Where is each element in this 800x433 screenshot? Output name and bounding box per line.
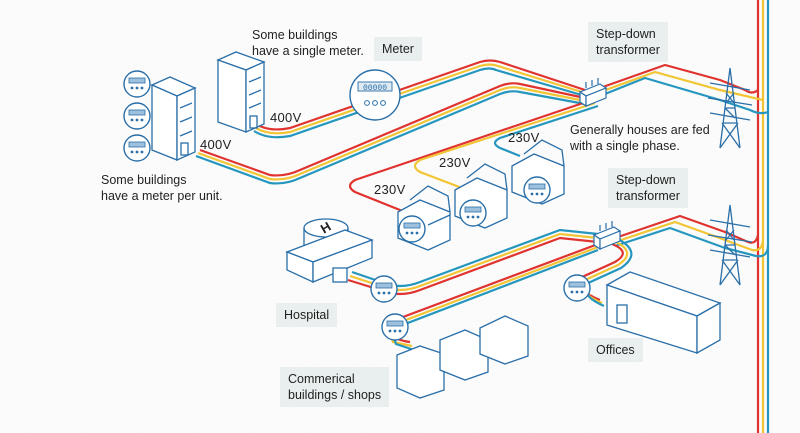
commercial-buildings <box>396 315 529 399</box>
stepdown-transformer-label-top: Step-down transformer <box>588 22 668 62</box>
feeder-bottom <box>614 214 770 258</box>
apartment-building-single-meter <box>216 51 266 134</box>
apartment-building-multi-meter <box>150 76 197 162</box>
meter-icon-house-3 <box>523 176 551 204</box>
voltage-label-house-1: 230V <box>374 182 406 197</box>
meter-per-unit-note: Some buildings have a meter per unit. <box>101 173 223 203</box>
voltage-label-single-meter: 400V <box>270 110 302 125</box>
office-building <box>605 271 722 355</box>
transmission-trunk <box>756 0 770 433</box>
houses-note: Generally houses are fed with a single p… <box>570 123 710 153</box>
single-meter-note: Some buildings have a single meter. <box>252 28 364 58</box>
cable-to-multi-meter-building <box>195 82 586 185</box>
meter-icon-unit-1 <box>123 70 151 98</box>
meter-icon-offices <box>563 274 591 302</box>
main-meter-icon <box>349 69 401 121</box>
offices-label: Offices <box>588 338 643 362</box>
voltage-label-house-2: 230V <box>439 155 471 170</box>
meter-label: Meter <box>374 37 422 61</box>
feeder-top <box>599 63 769 115</box>
meter-icon-unit-3 <box>123 134 151 162</box>
meter-icon-house-1 <box>398 215 426 243</box>
meter-icon-unit-2 <box>123 102 151 130</box>
voltage-label-multi-meter: 400V <box>200 137 232 152</box>
hospital-label: Hospital <box>276 303 338 327</box>
hospital-building: H <box>285 218 374 284</box>
meter-icon-hospital <box>370 275 398 303</box>
house-feeders <box>348 98 599 214</box>
stepdown-transformer-label-bottom: Step-down transformer <box>608 168 688 208</box>
transformer-icon-top <box>579 77 607 107</box>
meter-reading: 00000 <box>363 84 387 93</box>
voltage-label-house-3: 230V <box>508 130 540 145</box>
meter-icon-house-2 <box>459 199 487 227</box>
commercial-label: Commerical buildings / shops <box>280 367 390 407</box>
cable-to-single-meter-building <box>253 59 586 139</box>
meter-icon-shops <box>381 313 409 341</box>
